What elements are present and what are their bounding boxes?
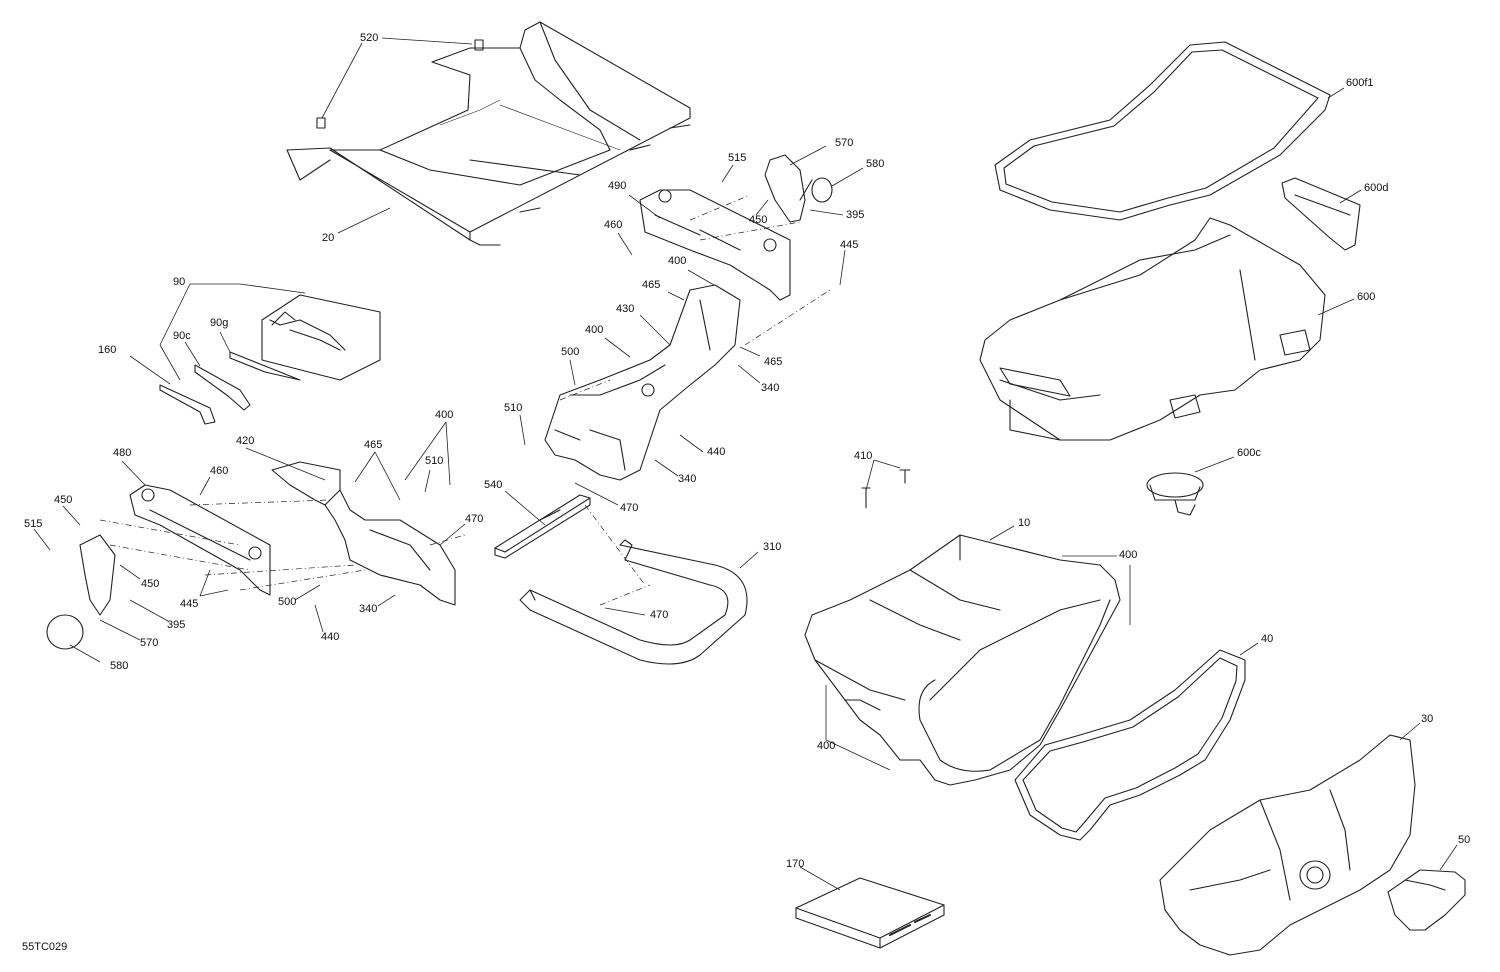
callout-400-left: 400 (435, 409, 454, 421)
callout-50: 50 (1458, 834, 1471, 846)
callout-410: 410 (854, 450, 873, 462)
callout-170: 170 (786, 858, 805, 870)
part-410-pins (861, 469, 911, 509)
part-310-u-bar (519, 539, 748, 665)
callout-470-lower: 470 (650, 609, 669, 621)
drawing-id: 55TC029 (22, 941, 68, 953)
callout-90: 90 (173, 276, 186, 288)
callout-600c: 600c (1237, 447, 1261, 459)
callout-600f1: 600f1 (1346, 77, 1374, 89)
callout-515-upper: 515 (728, 152, 747, 164)
callout-40: 40 (1261, 633, 1274, 645)
callout-500-lower: 500 (278, 596, 297, 608)
callout-90c: 90c (173, 330, 191, 342)
callout-465-upper: 465 (642, 279, 661, 291)
part-90-tool-kit (159, 294, 381, 425)
callout-400-case-top: 400 (1119, 549, 1138, 561)
callout-510-mid: 510 (504, 402, 523, 414)
callout-30: 30 (1421, 713, 1434, 725)
callout-400-mid: 400 (585, 324, 604, 336)
part-40-gasket (1014, 649, 1246, 841)
callout-580-lower: 580 (110, 660, 129, 672)
callout-465-left: 465 (364, 439, 383, 451)
callout-460-left: 460 (210, 465, 229, 477)
callout-440-lower: 440 (321, 631, 340, 643)
callout-570-upper: 570 (835, 137, 854, 149)
callout-600d: 600d (1364, 182, 1389, 194)
callout-470-left: 470 (465, 513, 484, 525)
callout-420: 420 (236, 435, 255, 447)
part-420-guard (271, 461, 456, 606)
callout-470-mid: 470 (620, 502, 639, 514)
part-600-lid (979, 217, 1326, 441)
callout-340-mid: 340 (678, 473, 697, 485)
callout-160: 160 (98, 344, 117, 356)
callout-450-left: 450 (54, 494, 73, 506)
callout-580-upper: 580 (866, 158, 885, 170)
part-50-latch (1387, 869, 1466, 931)
callout-465-right: 465 (764, 356, 783, 368)
callout-480: 480 (113, 447, 132, 459)
callout-450-lower: 450 (141, 578, 160, 590)
callout-395-upper: 395 (846, 209, 865, 221)
callout-570-lower: 570 (140, 637, 159, 649)
callout-340-lower: 340 (359, 603, 378, 615)
callout-600: 600 (1357, 291, 1376, 303)
part-480-bracket (129, 484, 271, 596)
part-600d-latch (1281, 177, 1361, 251)
callout-310: 310 (763, 541, 782, 553)
part-490-bracket (639, 189, 791, 301)
callout-10: 10 (1018, 517, 1031, 529)
part-170-manual (795, 877, 945, 949)
callout-400-upper: 400 (668, 255, 687, 267)
callout-490: 490 (608, 180, 627, 192)
callout-340-upper: 340 (761, 382, 780, 394)
callout-430: 430 (616, 303, 635, 315)
callout-445-lower: 445 (180, 598, 199, 610)
callout-520: 520 (360, 32, 379, 44)
callout-395-lower: 395 (167, 619, 186, 631)
assembly-lines (99, 194, 831, 606)
callout-90g: 90g (210, 317, 229, 329)
callout-460-upper: 460 (604, 219, 623, 231)
callout-540: 540 (484, 479, 503, 491)
callout-515-left: 515 (24, 518, 43, 530)
part-10-base (804, 534, 1121, 786)
leader-lines (33, 37, 1458, 891)
part-600f1-seal (994, 41, 1331, 221)
callout-440-upper: 440 (707, 446, 726, 458)
part-570-580-upper (764, 154, 833, 223)
part-570-580-lower (46, 534, 116, 650)
callout-500-upper: 500 (561, 346, 580, 358)
part-30-cover (1159, 734, 1416, 956)
callout-510-left: 510 (425, 455, 444, 467)
callout-450-upper: 450 (749, 214, 768, 226)
part-540-bracket (494, 494, 591, 559)
callout-20: 20 (322, 232, 335, 244)
callout-445-upper: 445 (840, 239, 859, 251)
callout-400-case-left: 400 (817, 740, 836, 752)
part-600c-knob (1146, 472, 1204, 516)
part-430-frame (544, 284, 741, 481)
part-20-tray (286, 21, 691, 246)
